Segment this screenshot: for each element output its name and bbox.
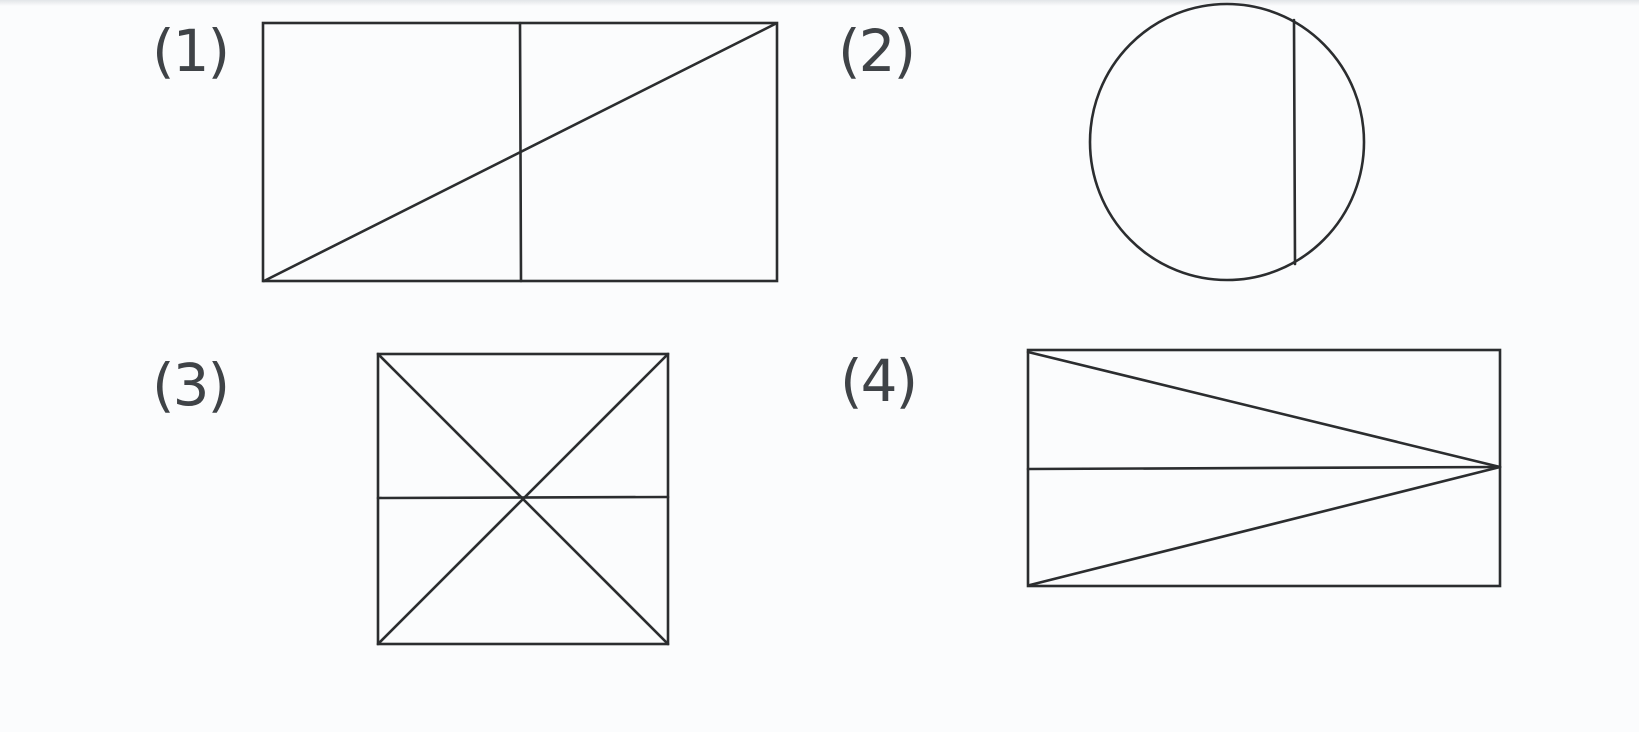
figure-1-label: (1)	[152, 17, 230, 85]
figure-4-label: (4)	[840, 347, 918, 415]
figure-4	[1026, 348, 1502, 588]
figure-4-lower-slant	[1028, 465, 1502, 587]
figure-4-upper-slant	[1026, 350, 1502, 469]
figure-1	[261, 21, 779, 283]
figure-3	[376, 352, 670, 646]
scan-edge-shadow	[0, 0, 1639, 6]
figure-2	[1088, 2, 1366, 282]
figure-3-diagonal-up	[376, 352, 670, 646]
figure-3-label: (3)	[152, 351, 230, 419]
figure-3-horizontal-midline	[376, 495, 670, 500]
figure-4-horizontal-midline	[1026, 465, 1502, 471]
figure-2-vertical-chord	[1292, 18, 1297, 266]
figure-2-label: (2)	[838, 17, 916, 85]
figure-1-diagonal	[262, 22, 777, 283]
figure-2-circle	[1088, 2, 1366, 282]
